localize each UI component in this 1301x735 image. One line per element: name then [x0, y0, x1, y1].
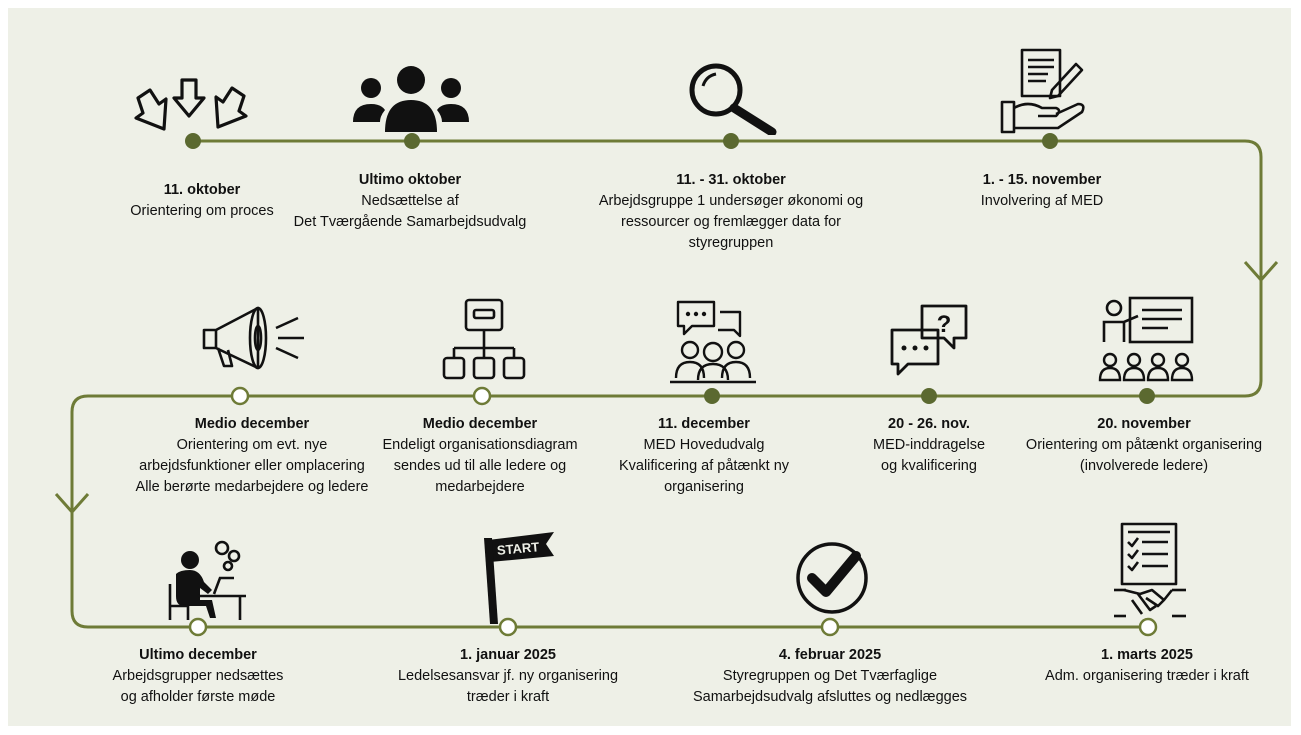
event-text: Orientering om evt. nye arbejdsfunktione… [135, 437, 369, 495]
event-20-november: 20. november Orientering om påtænkt orga… [984, 414, 1301, 477]
timeline-marker [1138, 617, 1158, 637]
megaphone-icon [202, 306, 304, 370]
event-4-februar-2025: 4. februar 2025 Styregruppen og Det Tvær… [670, 645, 990, 708]
timeline-marker [723, 133, 739, 149]
event-date: 1. januar 2025 [460, 647, 556, 663]
timeline-marker [1139, 388, 1155, 404]
timeline-marker [498, 617, 518, 637]
event-text: Endeligt organisationsdiagram sendes ud … [382, 437, 578, 495]
arrows-down-icon [134, 78, 248, 131]
timeline-marker [230, 386, 250, 406]
timeline-marker [820, 617, 840, 637]
event-date: 11. december [658, 416, 750, 432]
event-text: Arbejdsgruppe 1 undersøger økonomi og re… [598, 193, 864, 251]
timeline-marker [921, 388, 937, 404]
event-text: Orientering om påtænkt organisering (inv… [1025, 437, 1263, 474]
event-text: Adm. organisering træder i kraft [1045, 668, 1249, 684]
timeline-marker [1042, 133, 1058, 149]
event-date: 1. marts 2025 [1101, 647, 1193, 663]
timeline-panel: ? [8, 8, 1291, 726]
event-text: Orientering om proces [130, 203, 274, 219]
event-text: Ledelsesansvar jf. ny organisering træde… [397, 668, 619, 705]
meeting-icon [670, 300, 756, 384]
event-date: Medio december [194, 416, 310, 432]
timeline-marker [404, 133, 420, 149]
event-medio-december-org: Medio december Endeligt organisationsdia… [320, 414, 640, 498]
event-20-26-nov: 20 - 26. nov. MED-inddragelse og kvalifi… [769, 414, 1089, 477]
event-date: 1. - 15. november [982, 172, 1102, 188]
event-11-oktober: 11. oktober Orientering om proces [42, 180, 362, 222]
timeline-path [54, 133, 1279, 637]
event-1-15-november: 1. - 15. november Involvering af MED [882, 170, 1202, 212]
event-ultimo-oktober: Ultimo oktober Nedsættelse af Det Tværgå… [250, 170, 570, 233]
event-text: MED Hovedudvalg Kvalificering af påtænkt… [618, 437, 790, 495]
event-text: Arbejdsgrupper nedsættes og afholder før… [112, 668, 284, 705]
people-group-icon [353, 66, 469, 132]
presentation-icon [1098, 296, 1194, 382]
chat-bubbles-icon: ? [890, 304, 968, 376]
event-ultimo-december: Ultimo december Arbejdsgrupper nedsættes… [38, 645, 358, 708]
chevron-down-icon [54, 493, 90, 515]
timeline-marker [188, 617, 208, 637]
event-date: Ultimo oktober [358, 172, 462, 188]
event-11-december: 11. december MED Hovedudvalg Kvalificeri… [544, 414, 864, 498]
event-date: 11. - 31. oktober [676, 172, 786, 188]
event-text: Nedsættelse af Det Tværgående Samarbejds… [293, 193, 527, 230]
event-date: 11. oktober [163, 182, 241, 198]
magnifier-icon [689, 63, 777, 135]
timeline-marker [704, 388, 720, 404]
timeline-marker [472, 386, 492, 406]
event-1-marts-2025: 1. marts 2025 Adm. organisering træder i… [987, 645, 1301, 687]
start-label: START [496, 539, 540, 558]
event-date: 20. november [1097, 416, 1191, 432]
svg-text:?: ? [937, 311, 952, 338]
event-date: 4. februar 2025 [778, 647, 882, 663]
timeline-marker [185, 133, 201, 149]
event-text: MED-inddragelse og kvalificering [872, 437, 986, 474]
event-text: Involvering af MED [980, 193, 1104, 209]
start-flag-icon: START [484, 532, 554, 624]
worker-desk-icon [168, 540, 246, 620]
chevron-down-icon [1243, 261, 1279, 283]
event-date: Medio december [422, 416, 538, 432]
checklist-handshake-icon [1114, 522, 1186, 618]
checkmark-circle-icon [796, 542, 868, 614]
event-date: 20 - 26. nov. [888, 416, 970, 432]
event-text: Styregruppen og Det Tværfaglige Samarbej… [692, 668, 968, 705]
event-1-januar-2025: 1. januar 2025 Ledelsesansvar jf. ny org… [348, 645, 668, 708]
event-medio-december-info: Medio december Orientering om evt. nye a… [92, 414, 412, 498]
document-hand-icon [1000, 48, 1085, 134]
org-chart-icon [442, 298, 526, 380]
event-11-31-oktober: 11. - 31. oktober Arbejdsgruppe 1 unders… [571, 170, 891, 254]
event-date: Ultimo december [139, 647, 257, 663]
